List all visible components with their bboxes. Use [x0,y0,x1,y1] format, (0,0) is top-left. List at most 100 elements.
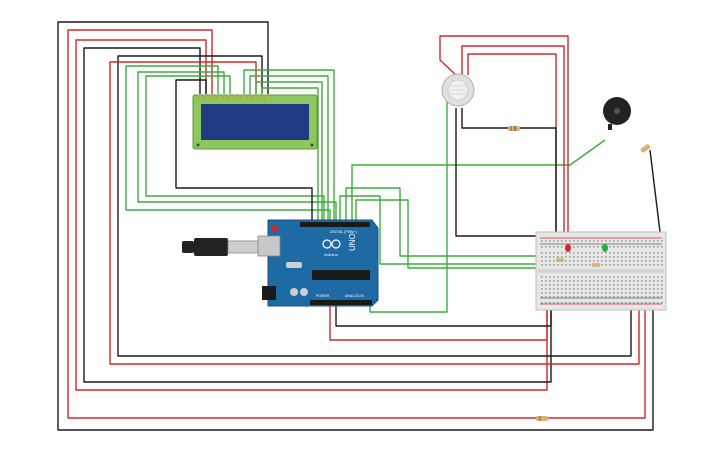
breadboard-hole [549,284,551,286]
breadboard-hole [625,296,627,298]
breadboard-hole [609,246,611,248]
breadboard-hole [589,284,591,286]
digital-header [300,222,370,227]
breadboard-hole [621,252,623,254]
breadboard-hole [545,260,547,262]
breadboard-hole [629,276,631,278]
breadboard-hole [577,276,579,278]
breadboard-hole [641,256,643,258]
board-vendor-label: Arduino [324,252,339,257]
breadboard-hole [605,276,607,278]
breadboard-hole [561,240,563,242]
breadboard-hole [577,246,579,248]
breadboard-hole [661,292,663,294]
breadboard-hole [621,288,623,290]
breadboard-hole [553,284,555,286]
breadboard-hole [569,292,571,294]
breadboard-hole [565,264,567,266]
breadboard-hole [605,256,607,258]
breadboard-hole [629,264,631,266]
breadboard-hole [625,264,627,266]
digital-header-label: DIGITAL (PWM~) [330,230,357,234]
breadboard-hole [601,240,603,242]
breadboard-hole [629,246,631,248]
breadboard-hole [565,302,567,304]
breadboard-hole [541,296,543,298]
breadboard-hole [637,288,639,290]
breadboard-hole [557,240,559,242]
breadboard-hole [573,260,575,262]
usb-port [257,235,281,257]
breadboard-hole [605,296,607,298]
breadboard-hole [573,292,575,294]
breadboard-hole [577,280,579,282]
wire-green-10 [339,195,556,265]
gas-sensor [441,73,475,107]
breadboard-hole [649,292,651,294]
breadboard-hole [589,296,591,298]
breadboard-hole [617,252,619,254]
breadboard-hole [605,280,607,282]
breadboard-hole [573,246,575,248]
breadboard-hole [585,284,587,286]
breadboard-hole [661,280,663,282]
breadboard-hole [589,260,591,262]
breadboard-hole [573,264,575,266]
breadboard-hole [549,280,551,282]
breadboard-hole [593,302,595,304]
breadboard-hole [657,264,659,266]
breadboard-hole [661,284,663,286]
breadboard-hole [541,284,543,286]
breadboard-hole [641,284,643,286]
breadboard-hole [593,246,595,248]
breadboard-hole [617,288,619,290]
breadboard-hole [645,284,647,286]
breadboard-hole [605,264,607,266]
breadboard-hole [621,276,623,278]
breadboard-hole [621,280,623,282]
breadboard-hole [613,276,615,278]
breadboard-hole [597,280,599,282]
breadboard-hole [649,256,651,258]
breadboard-hole [629,284,631,286]
breadboard-hole [569,302,571,304]
breadboard-hole [633,302,635,304]
breadboard-hole [625,284,627,286]
red-led [565,244,571,252]
resistor-breadboard-1 [556,258,564,262]
breadboard-hole [617,260,619,262]
breadboard-hole [605,288,607,290]
breadboard-hole [641,252,643,254]
arduino-logo-icon [322,239,341,249]
breadboard-hole [593,260,595,262]
breadboard-hole [613,296,615,298]
breadboard-hole [637,252,639,254]
breadboard-hole [645,280,647,282]
breadboard-hole [581,256,583,258]
breadboard-hole [613,302,615,304]
breadboard-hole [633,264,635,266]
breadboard-hole [581,264,583,266]
wire-green-4 [243,69,335,222]
breadboard-hole [565,256,567,258]
breadboard-hole [617,276,619,278]
breadboard-hole [617,284,619,286]
breadboard-hole [633,240,635,242]
breadboard-hole [545,256,547,258]
breadboard-hole [581,292,583,294]
breadboard-hole [641,296,643,298]
lcd-16x2 [192,94,318,150]
breadboard-hole [609,292,611,294]
breadboard-hole [545,288,547,290]
breadboard-hole [553,296,555,298]
breadboard-hole [653,276,655,278]
breadboard-hole [557,302,559,304]
breadboard-hole [609,280,611,282]
breadboard-hole [561,264,563,266]
breadboard-hole [625,252,627,254]
breadboard-hole [633,252,635,254]
breadboard-hole [617,280,619,282]
breadboard-hole [553,302,555,304]
breadboard-hole [625,280,627,282]
breadboard-hole [625,276,627,278]
